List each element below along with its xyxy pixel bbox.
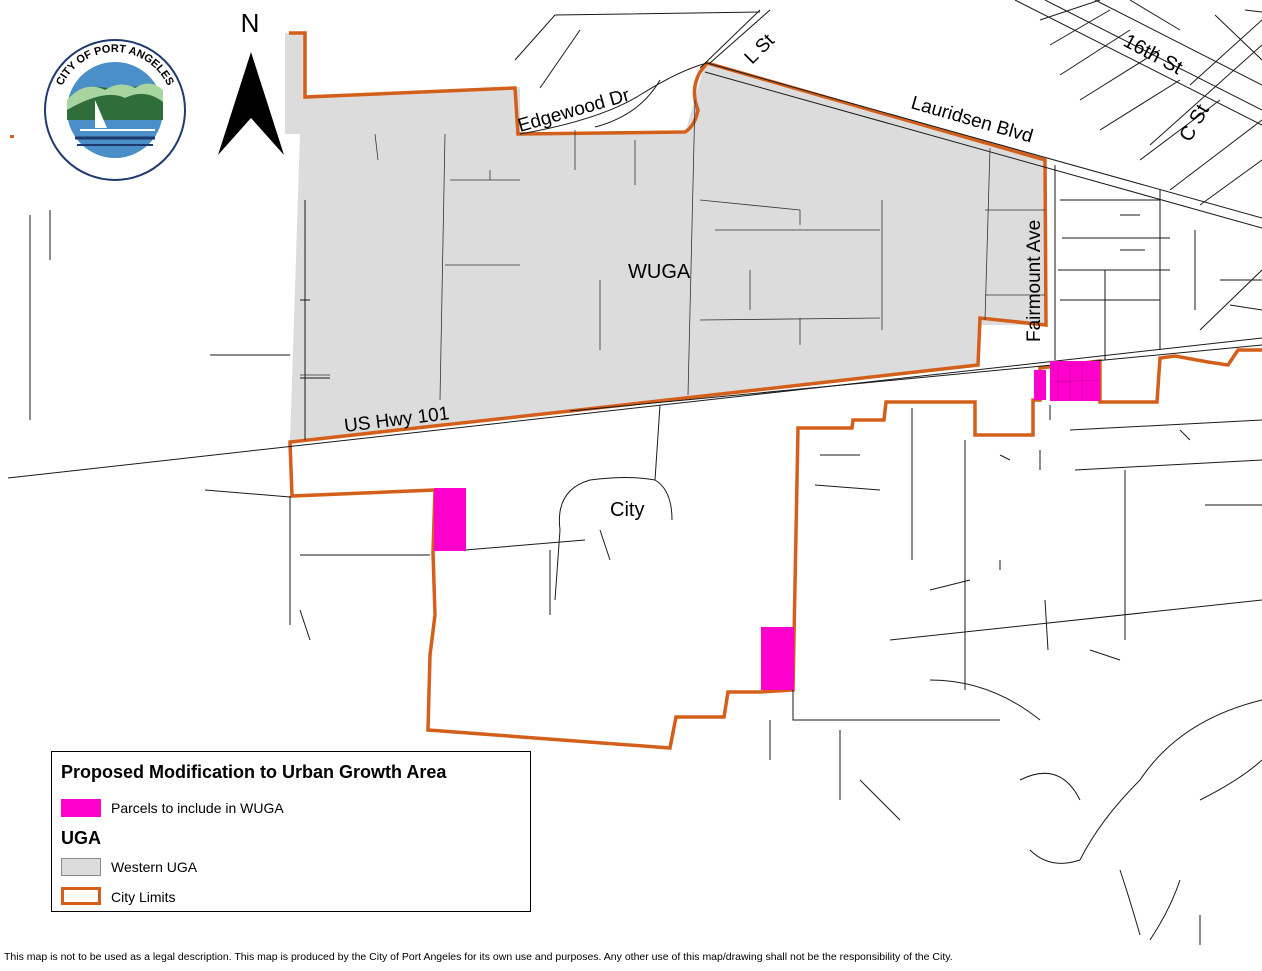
label-16th-st: 16th St bbox=[1120, 30, 1187, 79]
city-logo: CITY OF PORT ANGELES bbox=[44, 39, 186, 181]
road-lauridsen-blvd bbox=[706, 62, 1262, 219]
disclaimer-text: This map is not to be used as a legal de… bbox=[4, 951, 953, 963]
label-fairmount-ave: Fairmount Ave bbox=[1024, 220, 1045, 342]
legend-title: Proposed Modification to Urban Growth Ar… bbox=[61, 762, 447, 782]
legend-swatch-western-uga bbox=[61, 858, 101, 876]
legend-section-uga: UGA bbox=[61, 828, 101, 848]
legend-label-western-uga: Western UGA bbox=[111, 859, 198, 875]
map-legend: Proposed Modification to Urban Growth Ar… bbox=[51, 751, 531, 912]
label-edgewood-dr: Edgewood Dr bbox=[516, 85, 633, 137]
legend-label-city-limits: City Limits bbox=[111, 889, 176, 905]
road-network bbox=[7, 0, 1262, 945]
western-uga-area[interactable] bbox=[285, 33, 1045, 442]
label-city: City bbox=[610, 499, 644, 521]
parcel-east-a[interactable] bbox=[1034, 370, 1046, 400]
parcel-south[interactable] bbox=[761, 627, 794, 690]
parcel-west[interactable] bbox=[434, 488, 466, 551]
road-edgewood-dr bbox=[519, 62, 708, 135]
legend-swatch-city-limits bbox=[61, 887, 101, 905]
north-arrow-icon: N bbox=[218, 8, 284, 155]
north-label: N bbox=[241, 8, 260, 38]
label-wuga: WUGA bbox=[628, 261, 691, 283]
legend-label-parcels: Parcels to include in WUGA bbox=[111, 800, 284, 816]
parcels-to-include bbox=[434, 361, 1101, 690]
label-c-st: C St bbox=[1175, 100, 1214, 145]
legend-swatch-parcels bbox=[61, 799, 101, 817]
label-l-st: L St bbox=[741, 30, 780, 69]
